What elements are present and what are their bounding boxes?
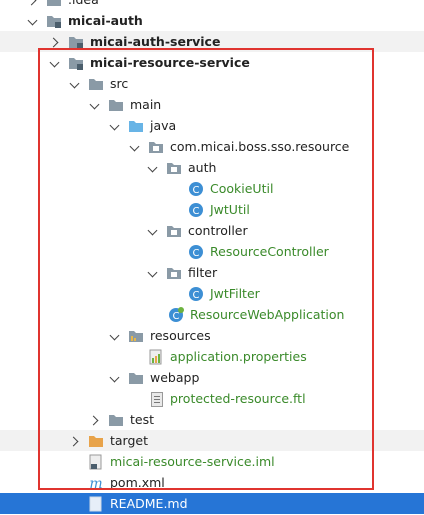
tree-label-webapp: webapp: [150, 370, 200, 385]
svg-text:C: C: [193, 290, 200, 301]
expand-arrow-icon[interactable]: [28, 0, 38, 5]
java-class-icon: C: [188, 181, 204, 197]
tree-label-micai-auth: micai-auth: [68, 13, 143, 28]
tree-label-jwt-util: JwtUtil: [210, 202, 250, 217]
tree-row-package[interactable]: com.micai.boss.sso.resource: [0, 136, 424, 157]
folder-icon: [128, 370, 144, 386]
tree-row-webapp[interactable]: webapp: [0, 367, 424, 388]
collapse-arrow-icon[interactable]: [110, 121, 120, 131]
tree-label-iml: micai-resource-service.iml: [110, 454, 275, 469]
folder-icon: [108, 97, 124, 113]
svg-text:m: m: [89, 476, 102, 491]
tree-label-filter: filter: [188, 265, 218, 280]
tree-row-micai-auth-service[interactable]: micai-auth-service: [0, 31, 424, 52]
svg-text:C: C: [173, 311, 180, 322]
tree-row-main[interactable]: main: [0, 94, 424, 115]
collapse-arrow-icon[interactable]: [148, 268, 158, 278]
source-folder-icon: [128, 118, 144, 134]
tree-row-pkg-auth[interactable]: auth: [0, 157, 424, 178]
collapse-arrow-icon[interactable]: [130, 142, 140, 152]
module-folder-icon: [46, 13, 62, 29]
tree-row-protected[interactable]: protected-resource.ftl: [0, 388, 424, 409]
tree-label-pom: pom.xml: [110, 475, 165, 490]
package-icon: [148, 139, 164, 155]
package-icon: [166, 265, 182, 281]
tree-row-app[interactable]: C ResourceWebApplication: [0, 304, 424, 325]
collapse-arrow-icon[interactable]: [110, 331, 120, 341]
properties-file-icon: [148, 349, 164, 365]
tree-label-src: src: [110, 76, 129, 91]
tree-label-idea: .idea: [68, 0, 99, 10]
tree-row-controller[interactable]: controller: [0, 220, 424, 241]
tree-row-resource-controller[interactable]: C ResourceController: [0, 241, 424, 262]
tree-row-test[interactable]: test: [0, 409, 424, 430]
spring-boot-class-icon: C: [168, 306, 184, 323]
tree-label-pkg-auth: auth: [188, 160, 217, 175]
tree-row-filter[interactable]: filter: [0, 262, 424, 283]
svg-text:C: C: [193, 185, 200, 196]
svg-text:C: C: [193, 206, 200, 217]
text-file-icon: [148, 391, 164, 407]
tree-row-target[interactable]: target: [0, 430, 424, 451]
module-file-icon: [88, 454, 104, 470]
java-class-icon: C: [188, 244, 204, 260]
expand-arrow-icon[interactable]: [90, 415, 100, 425]
tree-label-main: main: [130, 97, 162, 112]
tree-label-test: test: [130, 412, 155, 427]
tree-row-src[interactable]: src: [0, 73, 424, 94]
tree-label-package: com.micai.boss.sso.resource: [170, 139, 350, 154]
collapse-arrow-icon[interactable]: [90, 100, 100, 110]
maven-icon: m: [88, 475, 104, 492]
folder-icon: [88, 76, 104, 92]
folder-icon: [108, 412, 124, 428]
tree-label-app-props: application.properties: [170, 349, 307, 364]
expand-arrow-icon[interactable]: [70, 436, 80, 446]
java-class-icon: C: [188, 286, 204, 302]
svg-text:C: C: [193, 248, 200, 259]
tree-row-idea[interactable]: .idea: [0, 0, 424, 10]
tree-label-micai-auth-service: micai-auth-service: [90, 34, 221, 49]
tree-label-controller: controller: [188, 223, 248, 238]
tree-row-micai-auth[interactable]: micai-auth: [0, 10, 424, 31]
tree-label-resources: resources: [150, 328, 211, 343]
java-class-icon: C: [188, 202, 204, 218]
collapse-arrow-icon[interactable]: [110, 373, 120, 383]
folder-icon: [46, 0, 62, 8]
tree-label-micai-resource-service: micai-resource-service: [90, 55, 250, 70]
tree-row-jwt-util[interactable]: C JwtUtil: [0, 199, 424, 220]
collapse-arrow-icon[interactable]: [148, 163, 158, 173]
tree-label-jwt-filter: JwtFilter: [210, 286, 260, 301]
tree-label-app: ResourceWebApplication: [190, 307, 345, 322]
tree-row-app-props[interactable]: application.properties: [0, 346, 424, 367]
tree-row-pom[interactable]: m pom.xml: [0, 472, 424, 493]
collapse-arrow-icon[interactable]: [50, 58, 60, 68]
tree-label-resource-controller: ResourceController: [210, 244, 329, 259]
package-icon: [166, 160, 182, 176]
tree-row-jwt-filter[interactable]: C JwtFilter: [0, 283, 424, 304]
tree-label-protected: protected-resource.ftl: [170, 391, 306, 406]
module-folder-icon: [68, 55, 84, 71]
tree-row-iml[interactable]: micai-resource-service.iml: [0, 451, 424, 472]
tree-label-cookie-util: CookieUtil: [210, 181, 274, 196]
tree-row-resources[interactable]: resources: [0, 325, 424, 346]
collapse-arrow-icon[interactable]: [148, 226, 158, 236]
tree-label-java: java: [150, 118, 177, 133]
tree-label-target: target: [110, 433, 149, 448]
expand-arrow-icon[interactable]: [50, 37, 60, 47]
tree-row-micai-resource-service[interactable]: micai-resource-service: [0, 52, 424, 73]
resources-folder-icon: [128, 328, 144, 344]
module-folder-icon: [68, 34, 84, 50]
collapse-arrow-icon[interactable]: [70, 79, 80, 89]
package-icon: [166, 223, 182, 239]
excluded-folder-icon: [88, 433, 104, 449]
collapse-arrow-icon[interactable]: [28, 16, 38, 26]
tree-row-cookie-util[interactable]: C CookieUtil: [0, 178, 424, 199]
tree-row-java[interactable]: java: [0, 115, 424, 136]
